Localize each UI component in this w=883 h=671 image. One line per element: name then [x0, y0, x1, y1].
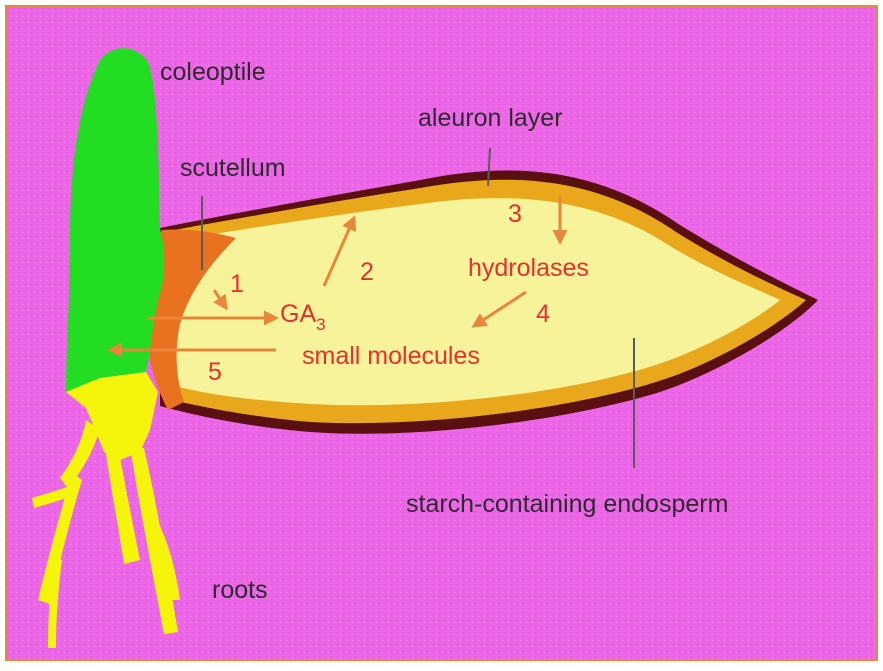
ga-subscript: 3: [316, 315, 325, 334]
label-aleuron-layer: aleuron layer: [418, 104, 563, 132]
label-scutellum: scutellum: [180, 154, 286, 182]
label-coleoptile: coleoptile: [160, 58, 266, 86]
step-number-2: 2: [360, 258, 374, 286]
label-small-molecules: small molecules: [302, 342, 480, 370]
label-hydrolases: hydrolases: [468, 254, 589, 282]
step-number-4: 4: [536, 300, 550, 328]
step-number-5: 5: [208, 358, 222, 386]
label-roots: roots: [212, 576, 268, 604]
step-number-1: 1: [230, 270, 244, 298]
step-number-3: 3: [508, 200, 522, 228]
label-starch-endosperm: starch-containing endosperm: [406, 490, 728, 518]
ga-base: GA: [280, 300, 316, 328]
